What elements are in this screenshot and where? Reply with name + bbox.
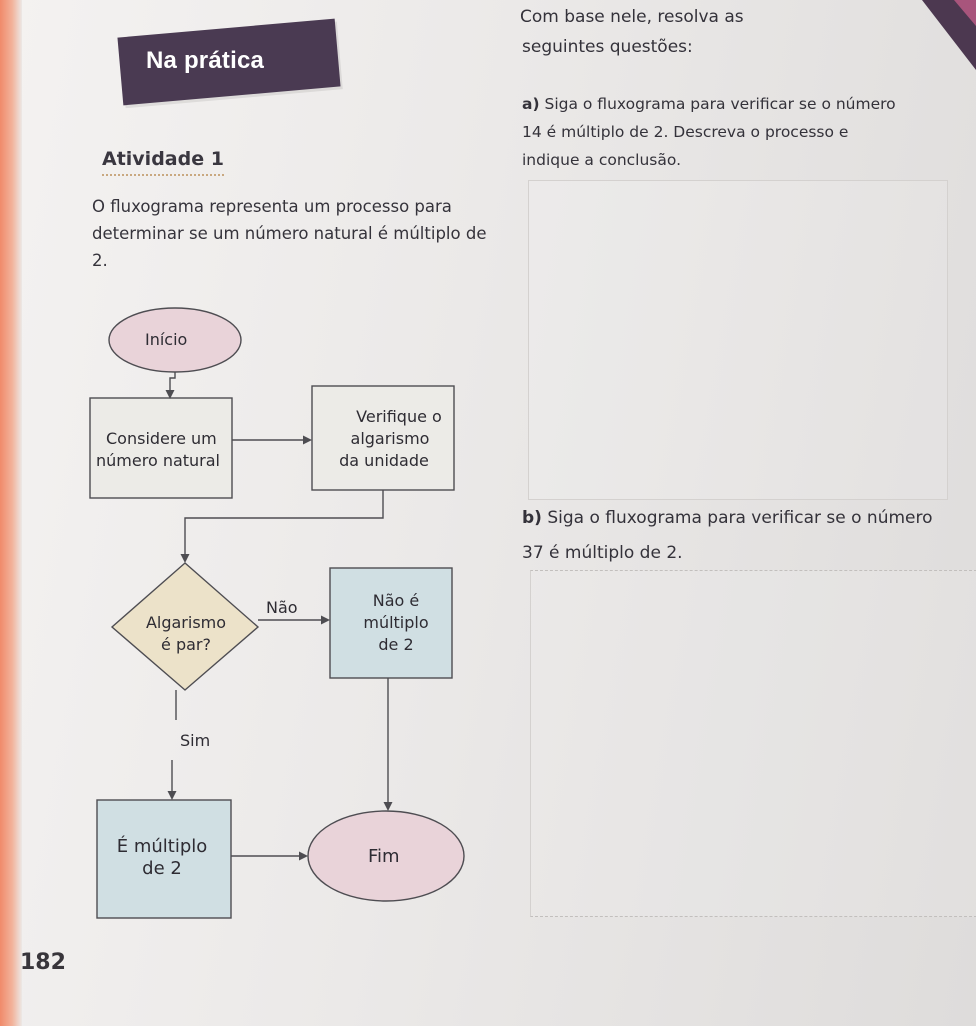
question-b-label: b)	[522, 508, 542, 528]
consider-line-1: Considere um	[106, 429, 217, 448]
consider-label: Considere um número natural	[92, 428, 230, 472]
verify-line-1: Verifique o	[356, 407, 442, 426]
question-b: b) Siga o fluxograma para verificar se o…	[522, 501, 952, 571]
page-number: 182	[20, 950, 66, 975]
is-multiple-line-1: É múltiplo	[116, 836, 208, 857]
section-banner-title: Na prática	[146, 47, 265, 74]
verify-label: Verifique o algarismo da unidade	[318, 406, 450, 472]
decision-diamond	[110, 562, 260, 691]
not-multiple-box	[329, 567, 453, 679]
is-multiple-line-2: de 2	[142, 858, 182, 879]
end-terminal	[307, 810, 465, 902]
consider-line-2: número natural	[96, 451, 220, 470]
book-spine-edge	[0, 0, 22, 1026]
question-b-text: Siga o fluxograma para verificar se o nú…	[522, 508, 933, 563]
is-multiple-box	[96, 799, 232, 919]
verify-line-3: da unidade	[339, 451, 429, 470]
intro-text: O fluxograma representa um processo para…	[92, 197, 487, 270]
not-multiple-label: Não é múltiplo de 2	[346, 590, 446, 656]
context-line-2: seguintes questões:	[522, 37, 693, 57]
connector-verify-to-decision	[180, 490, 384, 563]
consider-box	[89, 397, 233, 499]
context-line-1: Com base nele, resolva as	[520, 7, 744, 27]
end-label: Fim	[368, 846, 400, 867]
decision-label: Algarismo é par?	[134, 612, 238, 656]
not-multiple-line-1: Não é	[372, 591, 420, 610]
start-label: Início	[145, 330, 188, 349]
verify-line-2: algarismo	[350, 429, 430, 448]
is-multiple-label: É múltiplo de 2	[112, 836, 212, 880]
decision-line-2: é par?	[161, 635, 211, 654]
corner-accent	[954, 0, 976, 26]
no-label: Não	[266, 598, 298, 617]
verify-box	[311, 385, 455, 491]
yes-label: Sim	[180, 731, 211, 750]
decision-line-1: Algarismo	[145, 613, 227, 632]
activity-title: Atividade 1	[102, 148, 224, 176]
question-a-text: Siga o fluxograma para verificar se o nú…	[522, 95, 896, 169]
arrow-start-to-consider	[165, 372, 176, 399]
not-multiple-line-2: múltiplo	[363, 613, 429, 632]
not-multiple-line-3: de 2	[378, 635, 414, 654]
question-a: a) Siga o fluxograma para verificar se o…	[522, 90, 902, 174]
question-a-label: a)	[522, 95, 540, 113]
answer-box-a[interactable]	[528, 180, 948, 500]
answer-box-b[interactable]	[530, 570, 976, 917]
